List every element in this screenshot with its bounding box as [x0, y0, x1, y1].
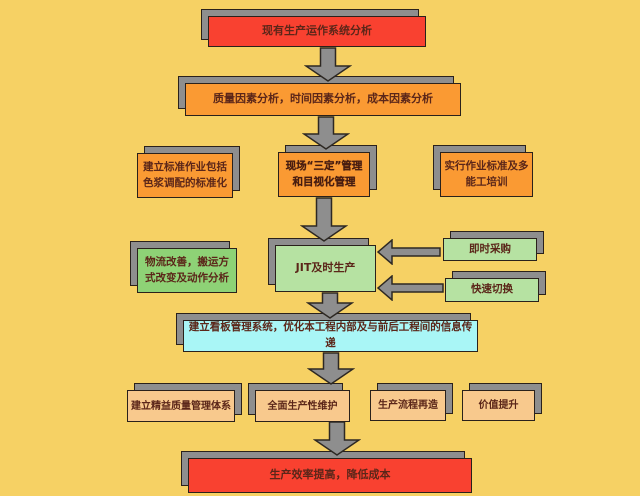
node-value-label: 价值提升 [478, 400, 519, 411]
node-standard-work-label: 建立标准作业包括色浆调配的标准化 [143, 160, 227, 189]
node-bpr-label: 生产流程再造 [378, 400, 438, 411]
node-procurement: 即时采购 [443, 231, 544, 261]
node-kanban: 建立看板管理系统，优化本工程内部及与前后工程间的信息传递 [176, 313, 478, 352]
node-changeover: 快速切换 [445, 271, 546, 302]
arrow-down-6 [313, 421, 361, 456]
arrow-down-2 [302, 116, 350, 150]
node-standard-work: 建立标准作业包括色浆调配的标准化 [137, 146, 240, 198]
node-bpr: 生产流程再造 [370, 383, 453, 421]
node-factors-label: 质量因素分析，时间因素分析，成本因素分析 [213, 92, 433, 106]
node-logistics: 物流改善，搬运方式改变及动作分析 [130, 241, 237, 293]
arrow-left-changeover [377, 275, 444, 301]
arrow-down-5 [307, 352, 355, 385]
node-logistics-label: 物流改善，搬运方式改变及动作分析 [145, 255, 229, 284]
node-jit: JIT及时生产 [268, 238, 376, 292]
arrow-down-1 [304, 47, 352, 82]
node-lean-quality-label: 建立精益质量管理体系 [131, 400, 231, 412]
node-analysis-label: 现有生产运作系统分析 [262, 24, 372, 38]
arrow-down-3 [300, 197, 348, 242]
node-procurement-label: 即时采购 [469, 242, 511, 255]
node-tpm-label: 全面生产性维护 [267, 400, 338, 412]
node-factors: 质量因素分析，时间因素分析，成本因素分析 [178, 76, 461, 116]
node-analysis: 现有生产运作系统分析 [201, 9, 426, 47]
node-changeover-label: 快速切换 [471, 283, 513, 296]
node-jit-label: JIT及时生产 [295, 261, 356, 275]
node-training-label: 实行作业标准及多能工培训 [444, 159, 529, 188]
arrow-down-4 [306, 292, 354, 319]
node-site-mgmt-label: 现场“三定”管理和目视化管理 [285, 159, 363, 188]
node-tpm: 全面生产性维护 [248, 383, 350, 422]
node-result: 生产效率提高，降低成本 [181, 451, 472, 493]
node-training: 实行作业标准及多能工培训 [433, 145, 533, 197]
node-site-mgmt: 现场“三定”管理和目视化管理 [278, 145, 377, 197]
node-result-label: 生产效率提高，降低成本 [269, 468, 391, 482]
node-value: 价值提升 [462, 383, 542, 421]
node-kanban-label: 建立看板管理系统，优化本工程内部及与前后工程间的信息传递 [188, 321, 473, 349]
node-lean-quality: 建立精益质量管理体系 [127, 383, 242, 422]
arrow-left-procurement [377, 239, 441, 265]
